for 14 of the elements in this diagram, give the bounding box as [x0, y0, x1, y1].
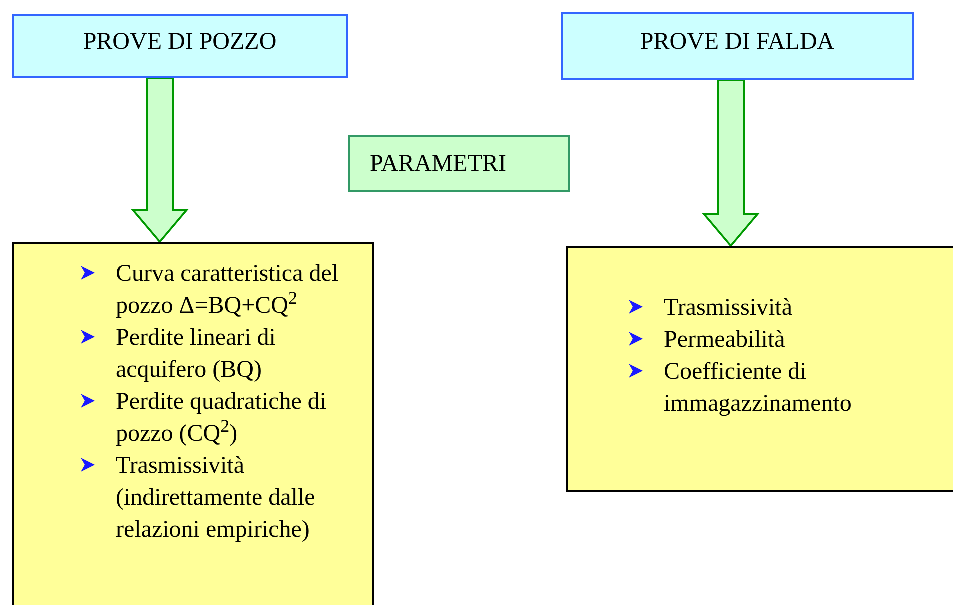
heading-box: PROVE DI FALDA	[561, 12, 914, 80]
list-item: Coefficiente di immagazzinamento	[664, 358, 853, 419]
list-item: Trasmissività (indirettamente dalle relazioni empiriche)	[116, 452, 316, 545]
list-item: Permeabilità	[664, 326, 786, 355]
text-box	[566, 246, 953, 492]
label-box: PARAMETRI	[348, 135, 570, 192]
text-box	[12, 242, 374, 605]
block-arrow	[130, 77, 190, 244]
list-item: Trasmissività	[664, 294, 792, 323]
list-item: Curva caratteristica del pozzo Δ=BQ+CQ$^{2}$	[116, 260, 340, 321]
block-arrow	[702, 79, 760, 248]
list-item: Perdite quadratiche di pozzo (CQ$^{2}$)	[116, 388, 328, 449]
heading-box: PROVE DI POZZO	[12, 14, 348, 78]
list-item: Perdite lineari di acquifero (BQ)	[116, 324, 277, 385]
